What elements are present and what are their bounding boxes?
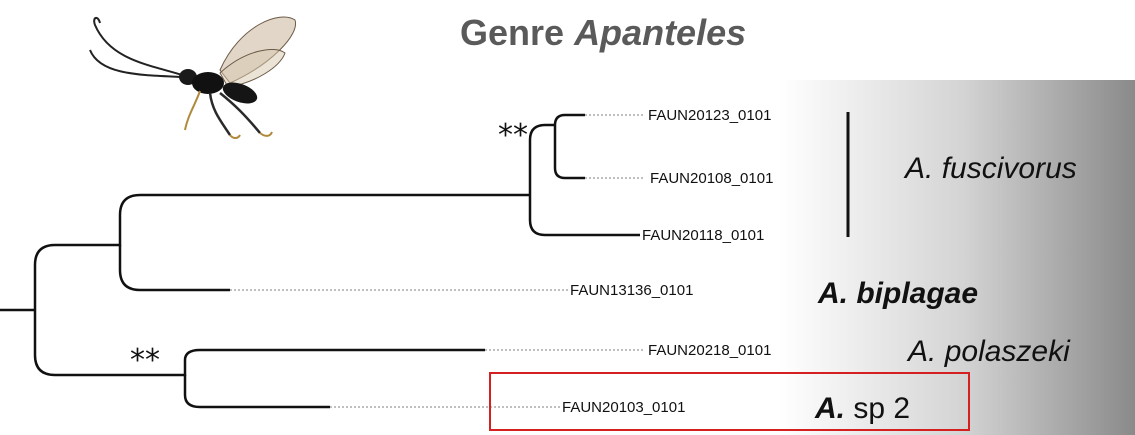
- species-epithet: polaszeki: [944, 335, 1071, 368]
- support-stars: **: [498, 118, 528, 153]
- species-label-biplagae: A. biplagae: [817, 277, 978, 310]
- species-genus: A.: [817, 277, 848, 310]
- species-genus: A.: [903, 152, 933, 185]
- leaf-label: FAUN20108_0101: [650, 170, 773, 187]
- leaf-label: FAUN13136_0101: [570, 282, 693, 299]
- title-genus: Apanteles: [574, 12, 747, 53]
- title-prefix: Genre: [460, 12, 565, 53]
- species-genus: A.: [814, 392, 845, 425]
- leaf-label: FAUN20123_0101: [648, 107, 771, 124]
- leaf-label: FAUN20118_0101: [642, 227, 764, 244]
- tree-branches: [0, 112, 850, 409]
- leaf-connectors: [230, 114, 645, 408]
- highlight-box: [489, 372, 970, 431]
- species-epithet: sp 2: [853, 392, 910, 425]
- leaf-label: FAUN20218_0101: [648, 342, 771, 359]
- species-epithet: biplagae: [856, 277, 978, 310]
- species-label-polaszeki: A. polaszeki: [906, 335, 1071, 368]
- support-stars: **: [130, 343, 160, 378]
- species-label-sp2: A. sp 2: [814, 392, 910, 425]
- page-title: Genre Apanteles: [460, 12, 746, 54]
- species-genus: A.: [906, 335, 936, 368]
- leaf-label: FAUN20103_0101: [562, 399, 685, 416]
- species-epithet: fuscivorus: [942, 152, 1077, 185]
- wasp-image: [89, 16, 297, 139]
- species-label-fuscivorus: A. fuscivorus: [903, 152, 1077, 185]
